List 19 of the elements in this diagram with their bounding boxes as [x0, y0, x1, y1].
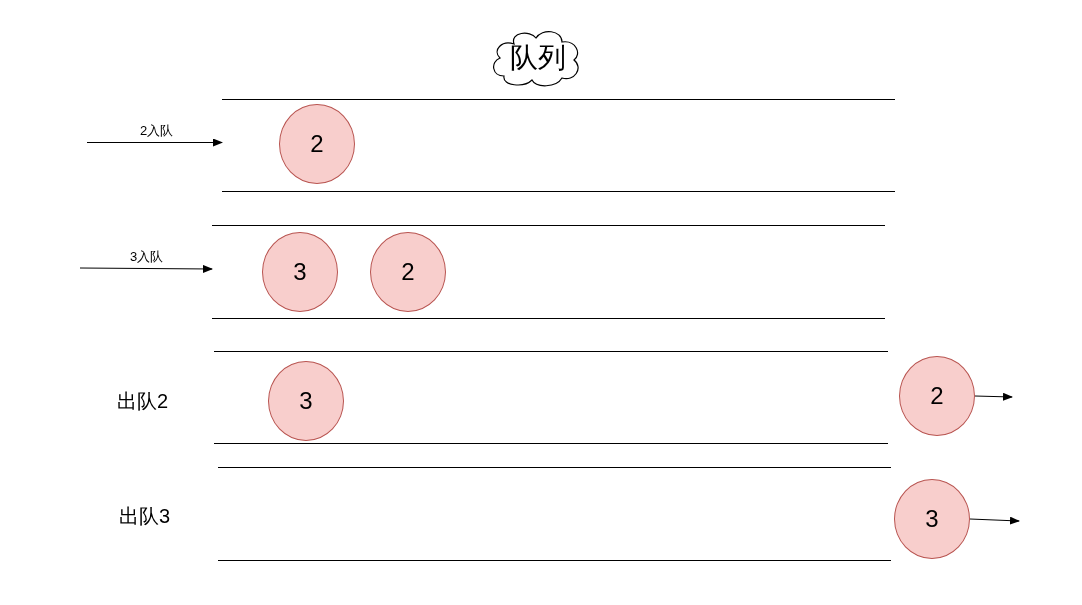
arrow — [86, 138, 223, 147]
queue-lane — [214, 351, 888, 444]
queue-lane — [212, 225, 885, 319]
queue-lane — [218, 467, 891, 561]
queue-item-circle: 3 — [262, 232, 338, 312]
arrow — [79, 264, 213, 273]
queue-item-circle: 2 — [279, 104, 355, 184]
edge-label: 2入队 — [140, 121, 174, 140]
queue-item-circle: 2 — [370, 232, 446, 312]
dequeue-label: 出队2 — [117, 389, 169, 414]
arrow — [974, 392, 1013, 401]
queue-item-circle: 2 — [899, 356, 975, 436]
arrow — [969, 516, 1020, 525]
title-text: 队列 — [509, 41, 566, 75]
queue-item-circle: 3 — [894, 479, 970, 559]
edge-label: 3入队 — [130, 248, 164, 266]
dequeue-label: 出队3 — [119, 504, 171, 529]
queue-item-circle: 3 — [268, 361, 344, 441]
queue-lane — [222, 99, 895, 192]
